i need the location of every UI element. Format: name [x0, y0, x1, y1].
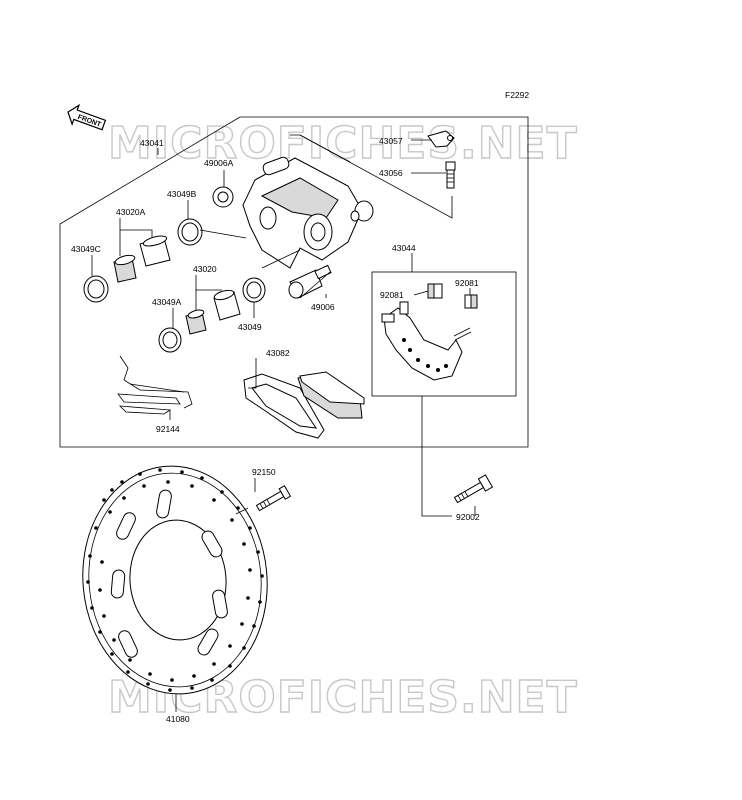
callout-92144: 92144 — [156, 424, 180, 434]
figure-code: F2292 — [505, 90, 529, 100]
bracket-clip-a — [427, 283, 443, 299]
bracket-mount-bolt — [453, 474, 494, 504]
seal-43049a — [158, 327, 182, 353]
seal-43049c — [83, 275, 109, 303]
watermark-top: MICROFICHES.NET — [108, 118, 578, 169]
seal-43049 — [242, 277, 266, 303]
caliper-assembly-frame — [59, 116, 529, 448]
callout-43049: 43049 — [238, 322, 262, 332]
bracket-subassembly-frame — [371, 271, 517, 397]
dust-boot-49006a — [212, 186, 234, 208]
bleeder-cap — [427, 130, 455, 148]
bracket-clip-b — [464, 294, 478, 309]
dust-boot-49006 — [288, 264, 332, 299]
seal-43049b — [177, 218, 203, 246]
callout-43049c: 43049C — [71, 244, 101, 254]
bleeder-valve — [445, 161, 456, 189]
callout-43057: 43057 — [379, 136, 403, 146]
bracket-bolt — [399, 301, 409, 315]
callout-43049a: 43049A — [152, 297, 182, 307]
callout-92081-b: 92081 — [455, 278, 479, 288]
callout-49006: 49006 — [311, 302, 335, 312]
callout-92081-a: 92081 — [380, 290, 404, 300]
callout-43056: 43056 — [379, 168, 403, 178]
front-direction-arrow: FRONT — [67, 103, 107, 131]
callout-43082: 43082 — [266, 348, 290, 358]
piston-43020 — [185, 289, 241, 335]
piston-43020a — [113, 235, 171, 283]
pad-spring — [117, 355, 193, 415]
callout-41080: 41080 — [166, 714, 190, 724]
callout-43049b: 43049B — [167, 189, 197, 199]
caliper-body — [242, 156, 374, 269]
disc-bolt — [255, 485, 292, 512]
brake-pads — [243, 371, 365, 439]
callout-92150: 92150 — [252, 467, 276, 477]
leader-lines — [91, 134, 476, 712]
callout-92002: 92002 — [456, 512, 480, 522]
callout-43020a: 43020A — [116, 207, 146, 217]
callout-49006a: 49006A — [204, 158, 234, 168]
callout-labels: 43041 43057 43056 49006A 43049B 43020A 4… — [71, 136, 480, 724]
callout-43041: 43041 — [140, 138, 164, 148]
callout-43020: 43020 — [193, 264, 217, 274]
caliper-bracket — [381, 307, 472, 381]
callout-43044: 43044 — [392, 243, 416, 253]
brake-disc — [82, 465, 268, 695]
